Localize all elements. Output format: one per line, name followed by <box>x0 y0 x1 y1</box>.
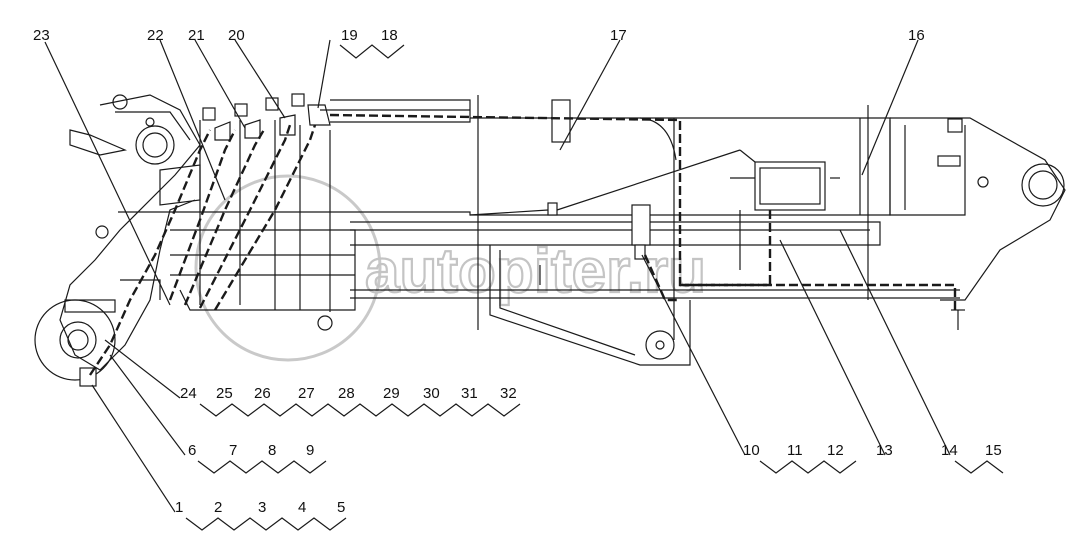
callout-18: 18 <box>381 27 398 44</box>
callout-26: 26 <box>254 385 271 402</box>
callout-2: 2 <box>214 499 222 516</box>
callout-22: 22 <box>147 27 164 44</box>
callout-7: 7 <box>229 442 237 459</box>
callout-13: 13 <box>876 442 893 459</box>
callout-11: 11 <box>787 442 803 459</box>
callouts-24-32: 24 25 26 27 28 29 30 31 32 <box>180 385 521 417</box>
callout-1: 1 <box>175 499 183 516</box>
callout-4: 4 <box>298 499 306 516</box>
boom-lower-plate <box>489 245 691 366</box>
callouts-1-5: 1 2 3 4 5 <box>175 499 347 531</box>
callout-30: 30 <box>423 385 440 402</box>
callout-32: 32 <box>500 385 517 402</box>
junction-box <box>730 149 840 211</box>
callout-21: 21 <box>188 27 205 44</box>
rear-pivot-assembly <box>34 94 201 381</box>
callout-29: 29 <box>383 385 400 402</box>
watermark: autopiter.ru <box>194 174 707 362</box>
callouts-10-12: 10 11 12 <box>743 442 857 474</box>
callout-12: 12 <box>827 442 844 459</box>
callout-15: 15 <box>985 442 1002 459</box>
callout-10: 10 <box>743 442 760 459</box>
callout-8: 8 <box>268 442 276 459</box>
leader-lines <box>44 39 951 513</box>
watermark-text: autopiter.ru <box>365 237 706 306</box>
callouts-top: 23 22 21 20 19 18 17 16 <box>33 27 925 59</box>
callout-3: 3 <box>258 499 266 516</box>
wiring-harness <box>89 113 957 376</box>
connector-10 <box>631 204 651 260</box>
callout-5: 5 <box>337 499 345 516</box>
thin-wiring <box>118 117 741 270</box>
callout-16: 16 <box>908 27 925 44</box>
callout-25: 25 <box>216 385 233 402</box>
boom-head <box>889 117 1066 301</box>
callout-14: 14 <box>941 442 958 459</box>
callouts-14-15: 14 15 <box>941 442 1004 474</box>
callout-17: 17 <box>610 27 627 44</box>
callout-19: 19 <box>341 27 358 44</box>
sensor-17 <box>547 99 571 216</box>
callout-9: 9 <box>306 442 314 459</box>
callout-27: 27 <box>298 385 315 402</box>
callout-6: 6 <box>188 442 196 459</box>
callout-24: 24 <box>180 385 197 402</box>
callout-31: 31 <box>461 385 478 402</box>
callout-23: 23 <box>33 27 50 44</box>
callout-13-group: 13 <box>876 442 893 459</box>
ground-terminal <box>951 309 965 330</box>
callout-28: 28 <box>338 385 355 402</box>
callout-20: 20 <box>228 27 245 44</box>
callouts-6-9: 6 7 8 9 <box>188 442 327 474</box>
